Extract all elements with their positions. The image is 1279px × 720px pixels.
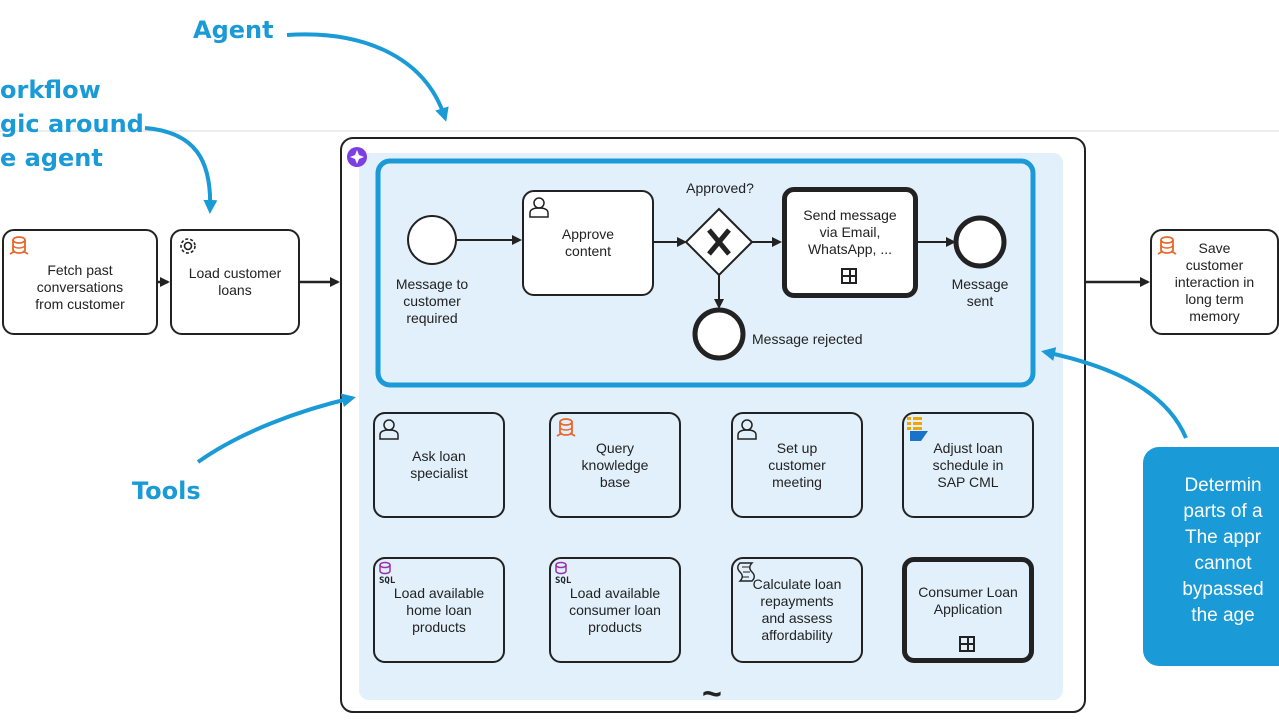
task-load-customer-loans[interactable]: Load customer loans — [170, 229, 300, 335]
tool-query-label: Query knowledge base — [581, 439, 649, 490]
user-icon — [529, 197, 549, 218]
task-save-label: Save customer interaction in long term m… — [1174, 239, 1255, 324]
task-send-label: Send message via Email, WhatsApp, ... — [803, 207, 897, 257]
task-fetch-conversations[interactable]: Fetch past conversations from customer — [2, 229, 158, 335]
tool-set-up-meeting[interactable]: Set up customer meeting — [731, 412, 863, 518]
task-approve-content[interactable]: Approve content — [522, 190, 654, 296]
arrow-tools — [196, 393, 356, 464]
database-icon — [556, 418, 576, 437]
arrow-agent — [286, 32, 449, 122]
end-rejected-label: Message rejected — [752, 331, 863, 347]
tool-consumer-app-label: Consumer Loan Application — [918, 584, 1018, 617]
start-event-label: Message to customer required — [395, 276, 469, 326]
sql-icon: SQL — [379, 561, 396, 585]
user-icon — [737, 419, 757, 440]
tool-load-consumer-loans[interactable]: Load available consumer loan products — [549, 557, 681, 663]
end-event-sent[interactable] — [953, 215, 1007, 269]
subprocess-marker-icon — [841, 268, 857, 284]
tool-load-home-loans[interactable]: Load available home loan products — [373, 557, 505, 663]
agent-icon — [347, 147, 367, 167]
tool-ask-label: Ask loan specialist — [410, 448, 468, 481]
tool-consumer-loans-label: Load available consumer loan products — [569, 584, 661, 635]
tool-query-knowledge-base[interactable]: Query knowledge base — [549, 412, 681, 518]
tool-adjust-loan-schedule[interactable]: Adjust loan schedule in SAP CML — [902, 412, 1034, 518]
svg-text:SQL: SQL — [555, 576, 572, 585]
user-icon — [379, 419, 399, 440]
script-icon — [737, 562, 755, 582]
ad-hoc-marker-icon: ~ — [702, 675, 722, 713]
task-fetch-label: Fetch past conversations from customer — [35, 261, 125, 312]
database-icon — [9, 236, 29, 255]
arrow-workflow — [144, 126, 218, 214]
tool-home-loans-label: Load available home loan products — [393, 584, 485, 635]
svg-text:SQL: SQL — [379, 576, 396, 585]
tool-adjust-label: Adjust loan schedule in SAP CML — [932, 439, 1004, 490]
sql-icon: SQL — [555, 561, 572, 585]
tool-meeting-label: Set up customer meeting — [768, 439, 826, 490]
end-sent-label: Message sent — [951, 276, 1009, 309]
tool-calculate-label: Calculate loan repayments and assess aff… — [752, 576, 842, 643]
annotation-tools: Tools — [132, 477, 201, 505]
task-approve-label: Approve content — [561, 226, 615, 259]
gateway-label: Approved? — [686, 180, 754, 196]
end-event-rejected[interactable] — [692, 307, 746, 361]
arrow-callout — [1041, 347, 1188, 439]
annotation-agent: Agent — [193, 16, 274, 44]
task-load-loans-label: Load customer loans — [188, 265, 282, 298]
start-event[interactable] — [407, 215, 457, 265]
sap-icon — [907, 417, 928, 441]
subprocess-marker-icon — [959, 636, 975, 652]
tool-ask-loan-specialist[interactable]: Ask loan specialist — [373, 412, 505, 518]
annotation-workflow: orkflow gic around e agent — [0, 76, 144, 172]
annotation-callout: Determin parts of a The appr cannot bypa… — [1143, 447, 1279, 666]
database-icon — [1157, 236, 1177, 255]
gear-icon — [180, 238, 196, 254]
tool-calculate-repayments[interactable]: Calculate loan repayments and assess aff… — [731, 557, 863, 663]
